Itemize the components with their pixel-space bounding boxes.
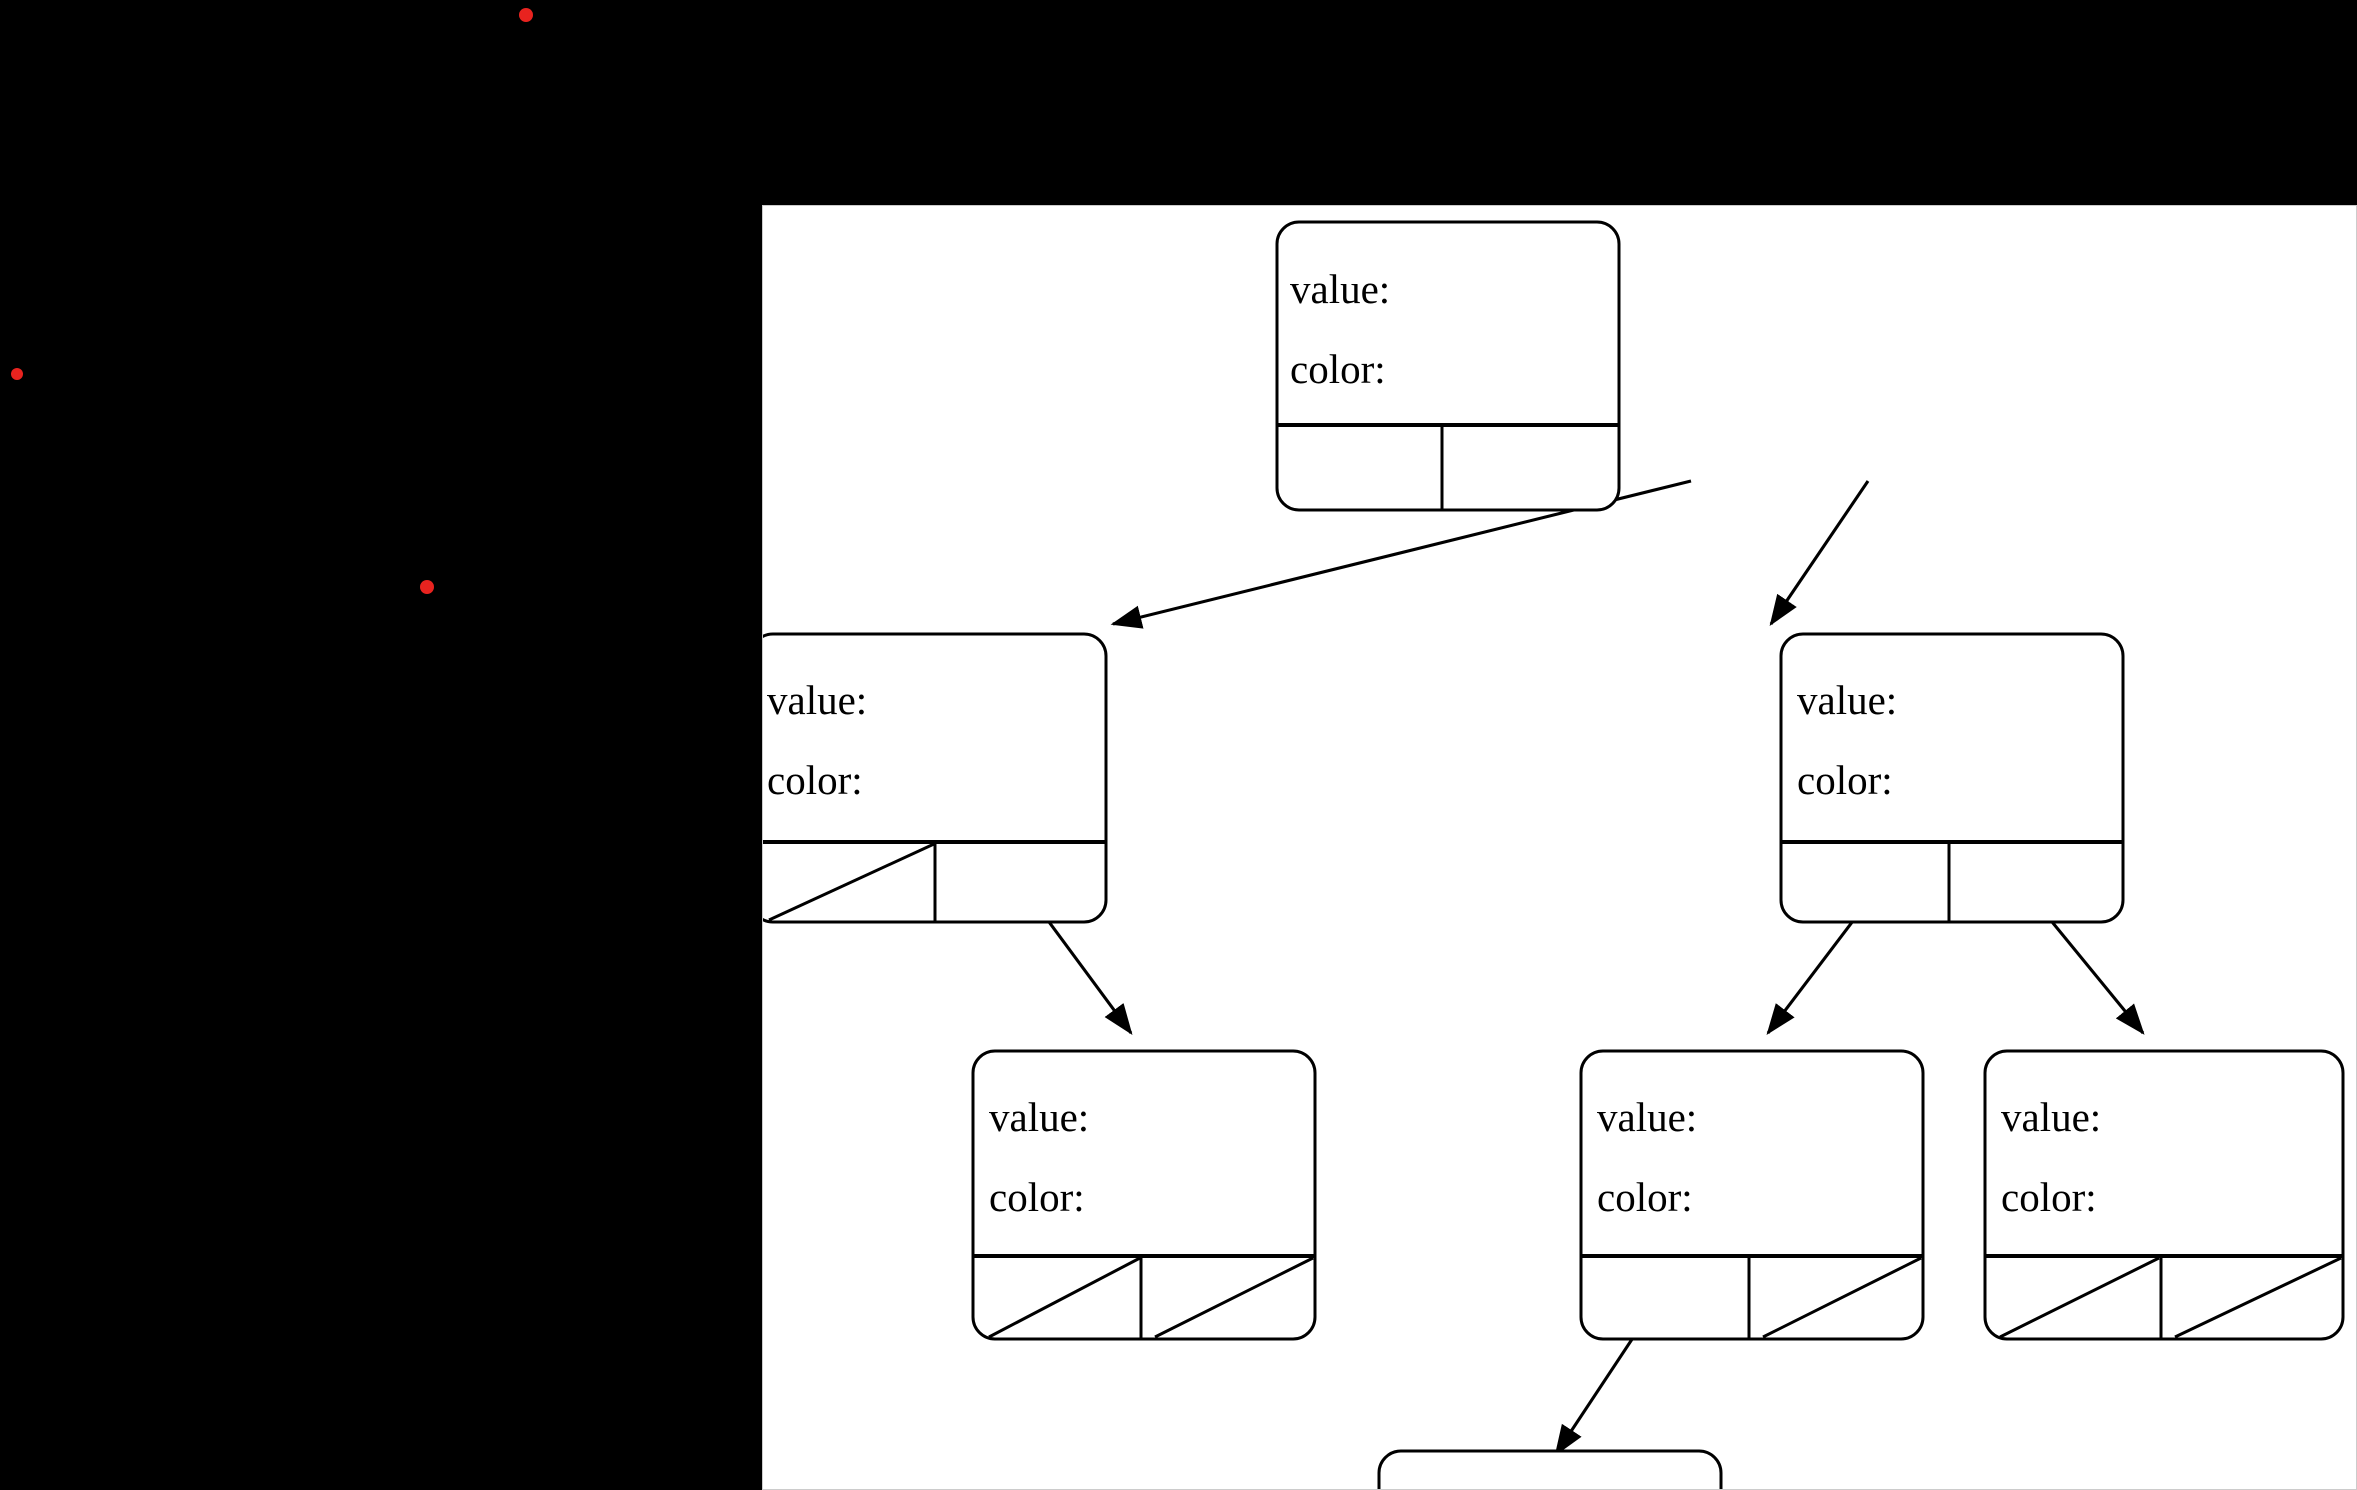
- node-right-right-value-label: value:: [2001, 1094, 2101, 1140]
- node-root-value-label: value:: [1290, 266, 1390, 312]
- tree-node-right[interactable]: value: color:: [1779, 632, 2125, 924]
- node-left-right-value-label: value:: [989, 1094, 1089, 1140]
- red-dot-middle: [420, 580, 434, 594]
- tree-node-left[interactable]: value: color:: [763, 632, 1108, 924]
- node-left-body: [763, 632, 1108, 924]
- red-dot-top: [519, 8, 533, 22]
- edge-root-to-right: [1769, 480, 1870, 627]
- node-right-body: [1779, 632, 2125, 924]
- node-left-null-slash-left: [768, 842, 935, 922]
- node-right-left-color-label: color:: [1597, 1174, 1693, 1220]
- node-root-color-label: color:: [1290, 346, 1386, 392]
- tree-node-left-right[interactable]: value: color:: [971, 1049, 1317, 1341]
- diagram-canvas-panel[interactable]: value: color: value: color: value: color…: [762, 205, 2357, 1490]
- node-left-value-label: value:: [767, 677, 867, 723]
- node-left-color-label: color:: [767, 757, 863, 803]
- node-left-right-null-slash-left: [988, 1256, 1141, 1339]
- tree-node-deep[interactable]: value: color:: [1377, 1449, 1723, 1490]
- node-left-right-color-label: color:: [989, 1174, 1085, 1220]
- node-right-right-null-slash-right: [2174, 1256, 2342, 1339]
- node-left-right-body: [971, 1049, 1317, 1341]
- node-right-left-value-label: value:: [1597, 1094, 1697, 1140]
- tree-node-root[interactable]: value: color:: [1275, 220, 1621, 512]
- node-right-right-body: [1983, 1049, 2345, 1341]
- node-deep-body: [1377, 1449, 1723, 1489]
- node-right-value-label: value:: [1797, 677, 1897, 723]
- red-dot-left: [11, 368, 23, 380]
- node-root-body: [1275, 220, 1621, 512]
- binary-tree-diagram: value: color: value: color: value: color…: [763, 220, 2345, 1490]
- node-left-right-null-slash-right: [1154, 1256, 1314, 1339]
- node-right-right-color-label: color:: [2001, 1174, 2097, 1220]
- node-right-left-body: [1579, 1049, 1925, 1341]
- node-right-color-label: color:: [1797, 757, 1893, 803]
- node-right-right-null-slash-left: [1999, 1256, 2160, 1339]
- tree-node-right-right[interactable]: value: color:: [1983, 1049, 2345, 1341]
- tree-node-right-left[interactable]: value: color:: [1579, 1049, 1925, 1341]
- node-right-left-null-slash-right: [1762, 1256, 1922, 1339]
